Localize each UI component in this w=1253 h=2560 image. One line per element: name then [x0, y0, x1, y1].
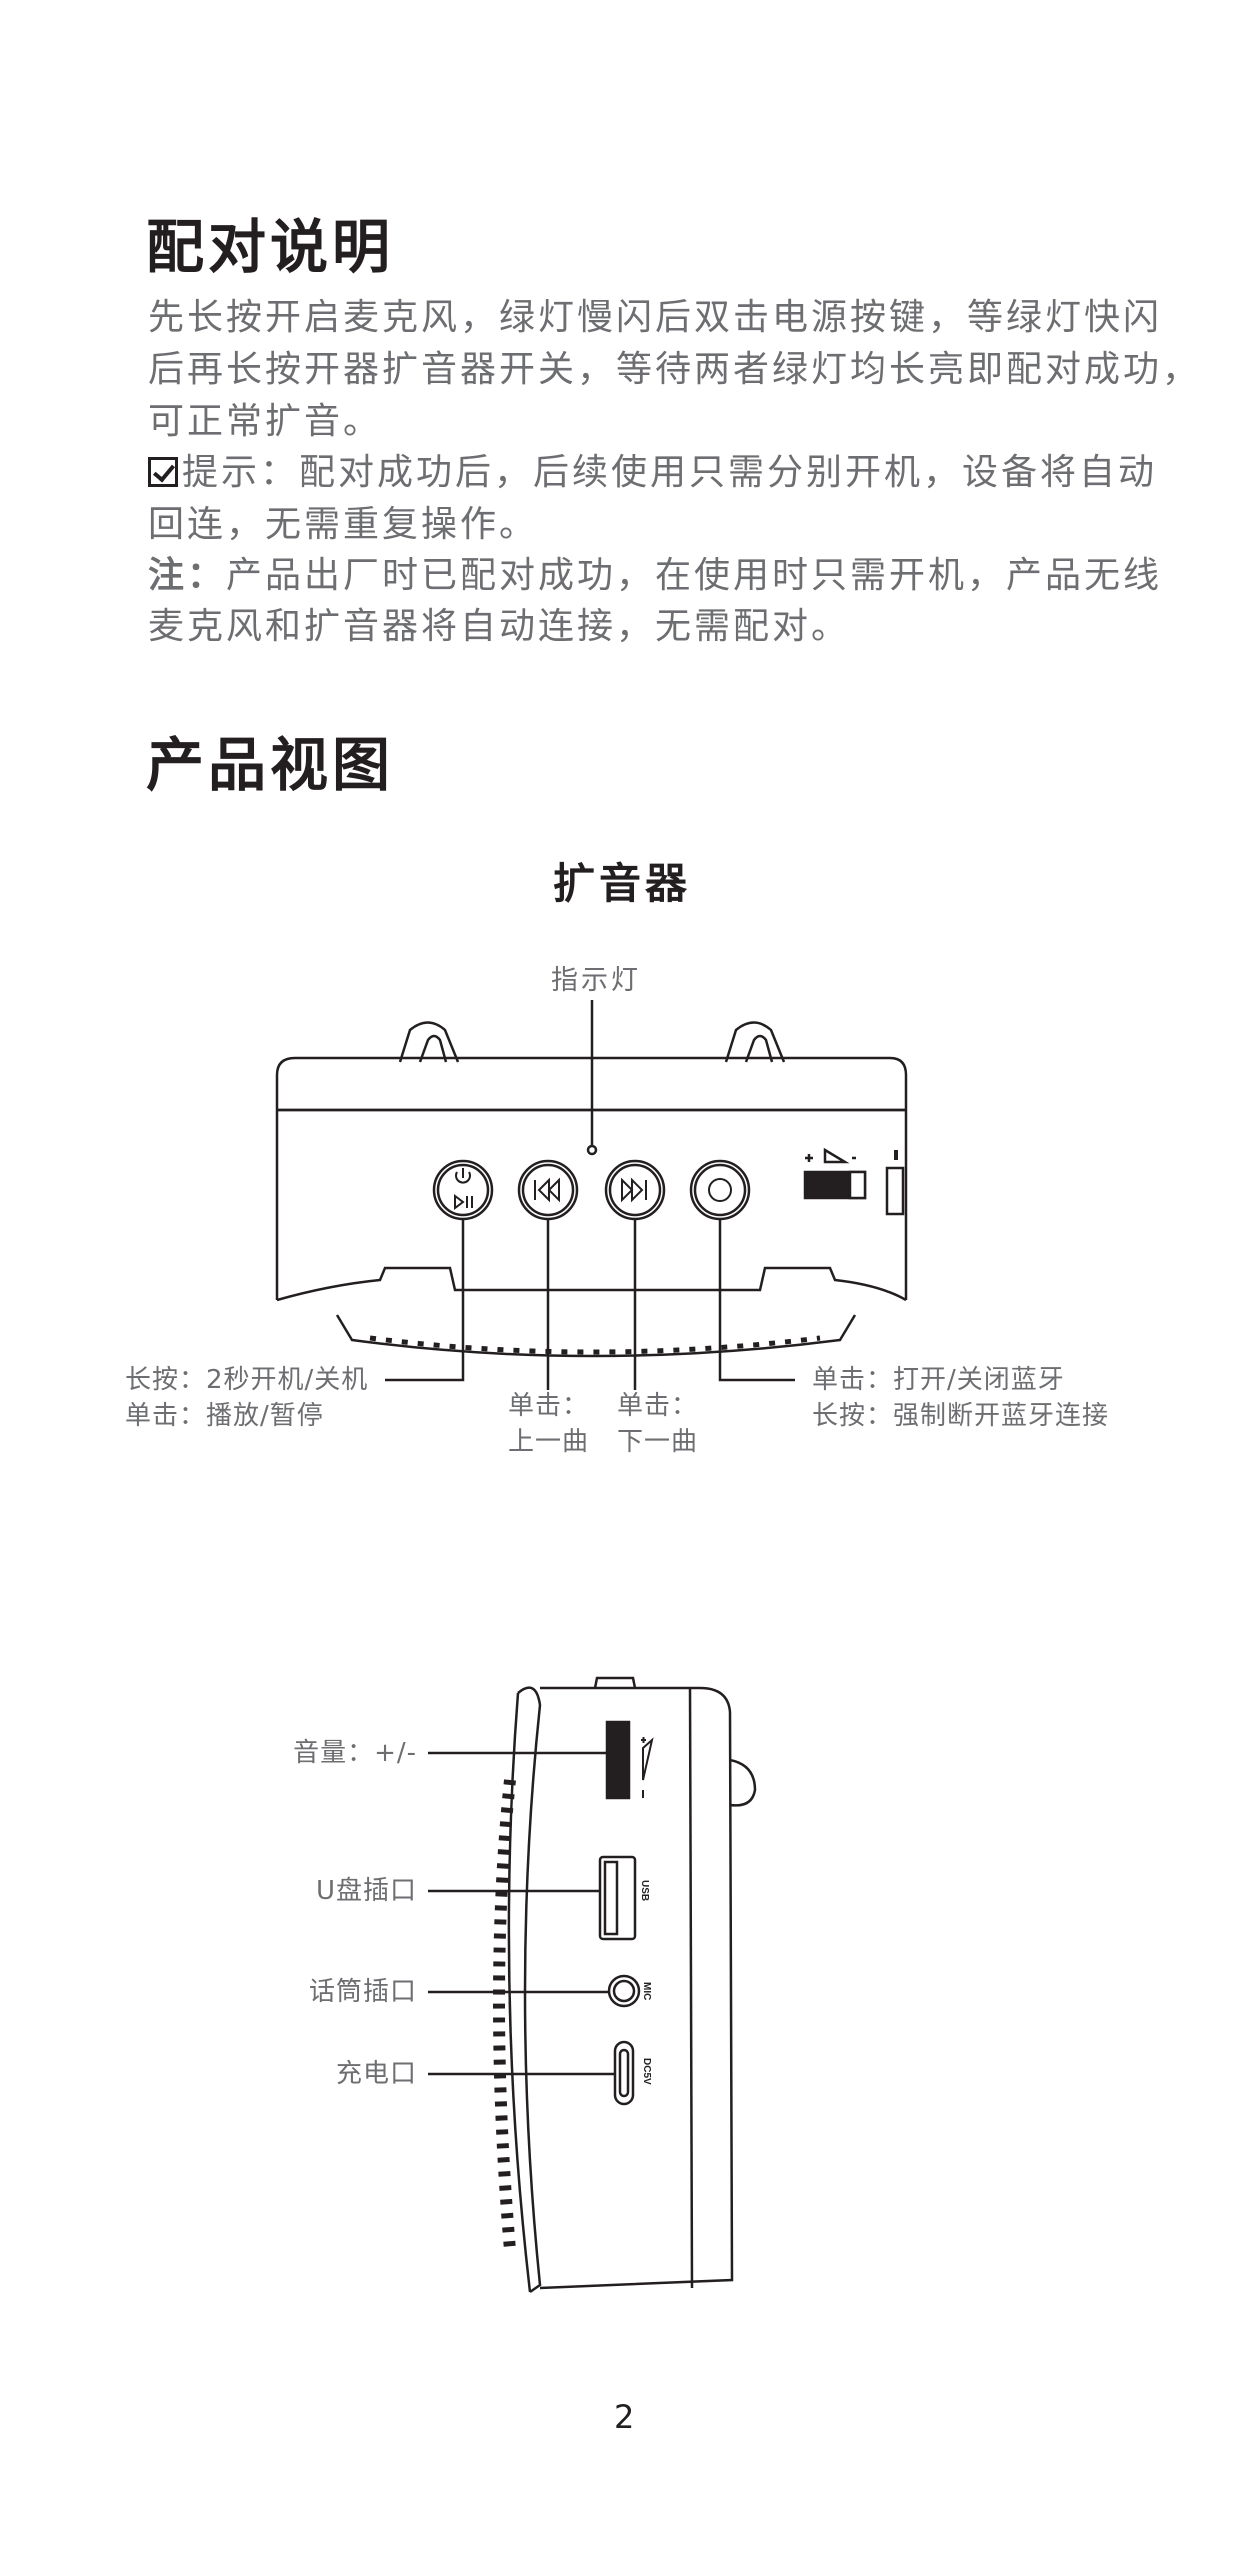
- bt-long-press-text: 长按：强制断开蓝牙连接: [812, 1401, 1110, 1431]
- tip-text: 提示：配对成功后，后续使用只需分别开机，设备将自动: [182, 452, 1158, 493]
- side-view: [428, 1676, 757, 2294]
- mic-label: 话筒插口: [308, 1977, 417, 2007]
- volume-slider: [803, 1147, 905, 1216]
- speaker-grille: [369, 1335, 821, 1355]
- next-button: [604, 1159, 666, 1221]
- note-line: 麦克风和扩音器将自动连接，无需配对。: [148, 606, 851, 647]
- charge-port: [613, 2040, 635, 2106]
- previous-button: [517, 1159, 579, 1221]
- device-title: 扩音器: [553, 859, 692, 908]
- note-label: 注：: [148, 555, 227, 596]
- power-button-label: 长按：2秒开机/关机 单击：播放/暂停: [125, 1362, 368, 1434]
- product-view-title: 产品视图: [146, 731, 395, 799]
- power-long-press-text: 长按：2秒开机/关机: [125, 1365, 369, 1395]
- next-click-text: 单击：: [617, 1391, 699, 1421]
- bt-click-text: 单击：打开/关闭蓝牙: [812, 1365, 1065, 1395]
- usb-mark: USB: [639, 1880, 650, 1901]
- pairing-text-line: 可正常扩音。: [148, 401, 383, 442]
- next-action-text: 下一曲: [617, 1427, 699, 1457]
- indicator-light: [586, 1144, 598, 1156]
- pairing-text-line: 先长按开启麦克风，绿灯慢闪后双击电源按键，等绿灯快闪: [148, 297, 1163, 338]
- tip-line: 提示：配对成功后，后续使用只需分别开机，设备将自动: [148, 443, 1157, 495]
- volume-label: 音量：+/-: [293, 1738, 417, 1768]
- note-line: 注：产品出厂时已配对成功，在使用时只需开机，产品无线: [148, 546, 1162, 598]
- indicator-label: 指示灯: [551, 965, 641, 996]
- front-view: [275, 1000, 908, 1390]
- dc-mark: DC5V: [641, 2058, 652, 2085]
- bluetooth-button-label: 单击：打开/关闭蓝牙 长按：强制断开蓝牙连接: [812, 1362, 1109, 1434]
- usb-label: U盘插口: [315, 1876, 417, 1906]
- next-button-label: 单击： 下一曲: [617, 1388, 698, 1460]
- pairing-text-line: 后再长按开器扩音器开关，等待两者绿灯均长亮即配对成功，: [148, 349, 1202, 390]
- power-play-button: [432, 1159, 494, 1221]
- prev-click-text: 单击：: [508, 1391, 590, 1421]
- prev-button-label: 单击： 上一曲: [508, 1388, 589, 1460]
- volume-knob: [605, 1720, 631, 1800]
- page-number: 2: [614, 2398, 635, 2436]
- checkbox-checked-icon: [148, 457, 178, 487]
- usb-port: [598, 1855, 637, 1941]
- pairing-title: 配对说明: [146, 213, 395, 281]
- bluetooth-button: [689, 1159, 751, 1221]
- tip-line: 回连，无需重复操作。: [148, 504, 539, 545]
- prev-action-text: 上一曲: [508, 1427, 590, 1457]
- power-click-text: 单击：播放/暂停: [125, 1401, 324, 1431]
- charge-label: 充电口: [335, 2059, 417, 2089]
- note-text: 产品出厂时已配对成功，在使用时只需开机，产品无线: [226, 555, 1163, 596]
- mic-mark: MIC: [641, 1982, 652, 2000]
